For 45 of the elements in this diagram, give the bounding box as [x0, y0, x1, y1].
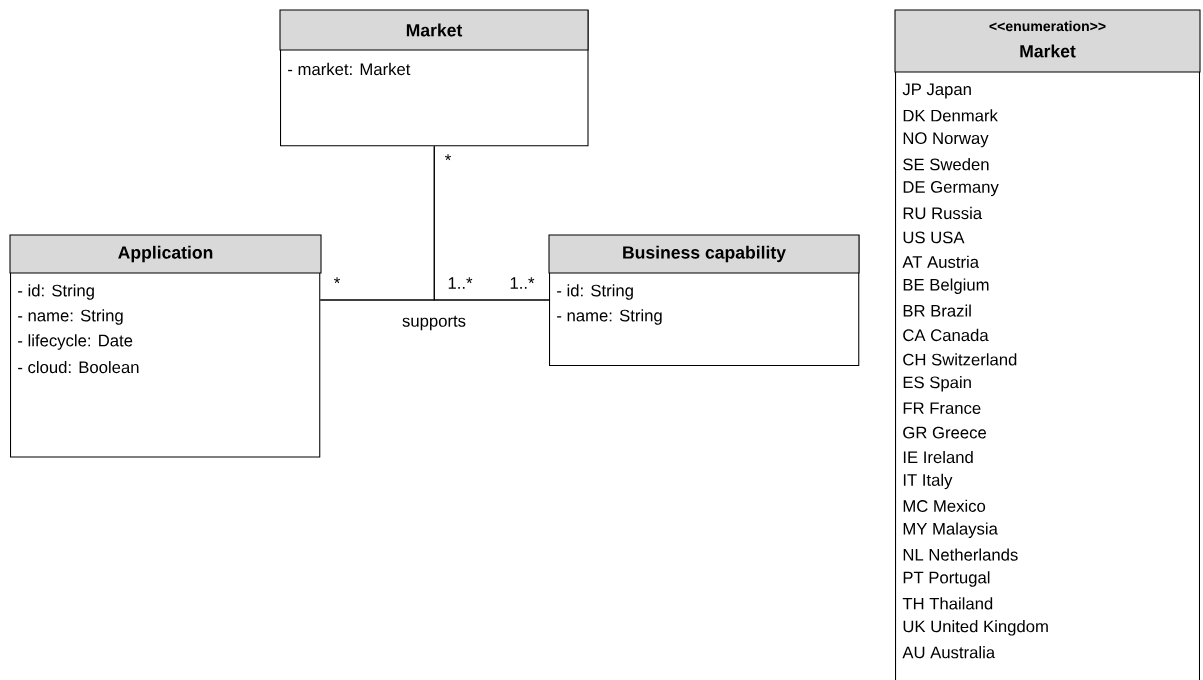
enum-value: JP Japan	[902, 83, 971, 99]
class-name: Business capability	[623, 245, 786, 263]
attribute-text: - name: String	[18, 309, 123, 325]
enum-value: DE Germany	[903, 181, 999, 197]
enum-value: AT Austria	[902, 255, 980, 268]
enum-value: TH Thailand	[902, 597, 993, 610]
enum-value: CH Switzerland	[903, 353, 1017, 366]
class-name: Market	[406, 23, 463, 37]
multiplicity-label: *	[445, 154, 451, 161]
multiplicity-label: 1..*	[510, 277, 535, 289]
class-name: Market	[1020, 44, 1076, 58]
enum-value: MC Mexico	[903, 499, 986, 512]
enum-value: IE Ireland	[903, 450, 973, 464]
enum-value: PT Portugal	[903, 571, 990, 587]
enum-value: MY Malaysia	[903, 522, 998, 538]
attribute-text: - market: Market	[288, 62, 411, 76]
enum-value: SE Sweden	[903, 158, 989, 171]
attribute-text: - name: String	[557, 309, 662, 325]
attribute-text: - id: String	[557, 284, 633, 300]
enum-value: BR Brazil	[903, 304, 971, 317]
edge-label: supports	[400, 314, 468, 332]
enum-value: US USA	[903, 231, 965, 244]
enum-value: NO Norway	[903, 132, 989, 148]
enum-value: IT Italy	[903, 473, 953, 490]
attribute-text: - cloud: Boolean	[18, 360, 139, 374]
enum-value: DK Denmark	[903, 109, 998, 122]
stereotype-text: <<enumeration>>	[989, 20, 1106, 32]
enum-value: BE Belgium	[903, 278, 989, 294]
enum-value: GR Greece	[903, 426, 986, 439]
enum-value: RU Russia	[903, 206, 983, 220]
enum-value: AU Australia	[902, 646, 996, 659]
enum-value: CA Canada	[903, 328, 989, 342]
class-box	[9, 234, 322, 458]
class-box	[279, 9, 589, 147]
multiplicity-label: 1..*	[448, 277, 473, 289]
class-box	[894, 9, 1201, 680]
enum-value: FR France	[903, 402, 981, 415]
enum-value: NL Netherlands	[903, 548, 1018, 561]
enum-value: UK United Kingdom	[903, 620, 1048, 636]
class-box	[548, 234, 860, 367]
class-name: Application	[118, 245, 213, 263]
attribute-text: - lifecycle: Date	[18, 334, 133, 350]
association-line	[433, 145, 550, 301]
attribute-text: - id: String	[18, 284, 94, 300]
enum-value: ES Spain	[903, 376, 971, 392]
